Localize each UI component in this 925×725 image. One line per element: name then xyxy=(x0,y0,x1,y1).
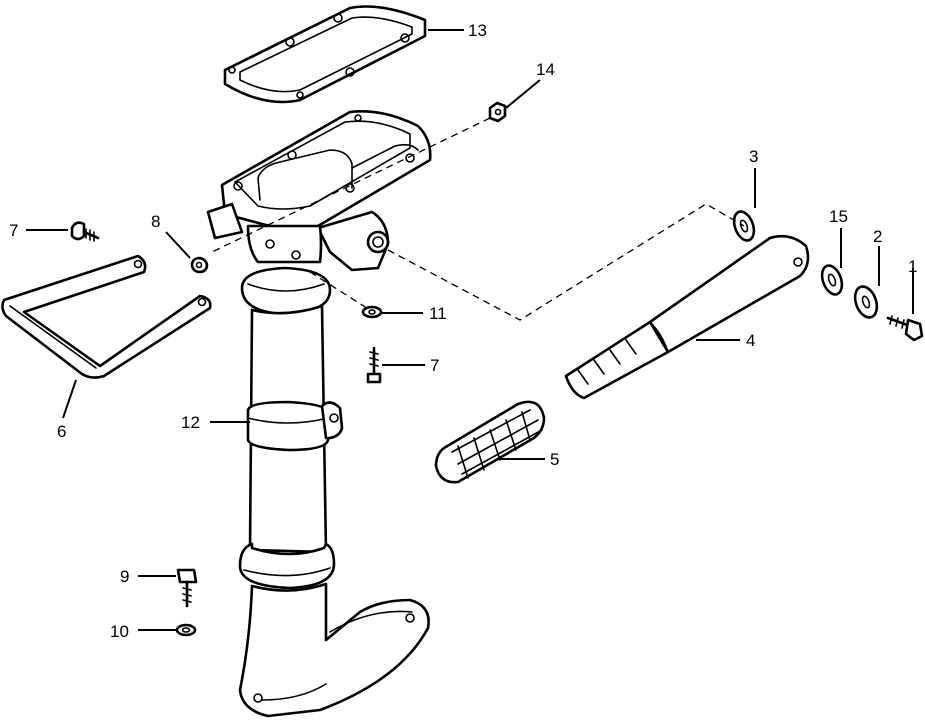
bracket-part xyxy=(1,254,212,379)
callout-10: 10 xyxy=(110,622,129,641)
nut-part-14 xyxy=(488,101,507,123)
housing-part xyxy=(206,110,432,718)
bolt-part-9 xyxy=(176,568,198,608)
callout-12: 12 xyxy=(181,413,200,432)
washer-part-2 xyxy=(853,285,879,319)
callout-7-lower: 7 xyxy=(430,356,439,375)
assembly-lines xyxy=(211,117,745,321)
callout-7-upper: 7 xyxy=(9,221,18,240)
washer-part-15 xyxy=(820,264,844,296)
callout-labels: 1 2 3 4 5 6 7 7 8 9 10 11 12 13 14 15 xyxy=(9,21,917,641)
callout-9: 9 xyxy=(120,567,129,586)
callout-6: 6 xyxy=(57,422,66,441)
bolt-part-1 xyxy=(886,315,924,342)
callout-2: 2 xyxy=(873,227,882,246)
bolt-part-7-lower xyxy=(366,346,382,384)
callout-14: 14 xyxy=(536,60,555,79)
washer-part-10 xyxy=(175,623,197,637)
callout-13: 13 xyxy=(468,21,487,40)
washer-part-11 xyxy=(361,305,383,319)
callout-8: 8 xyxy=(151,212,160,231)
gasket-part xyxy=(223,5,427,104)
tiller-arm-part xyxy=(564,234,810,400)
nut-part-8 xyxy=(190,256,209,274)
callout-1: 1 xyxy=(908,257,917,276)
callout-3: 3 xyxy=(749,147,758,166)
grip-part xyxy=(434,400,546,484)
callout-11: 11 xyxy=(429,304,447,323)
callout-15: 15 xyxy=(829,207,848,226)
screw-part-7-upper xyxy=(70,221,100,242)
callout-5: 5 xyxy=(550,450,559,469)
callout-4: 4 xyxy=(746,331,755,350)
leader-lines xyxy=(26,29,914,631)
